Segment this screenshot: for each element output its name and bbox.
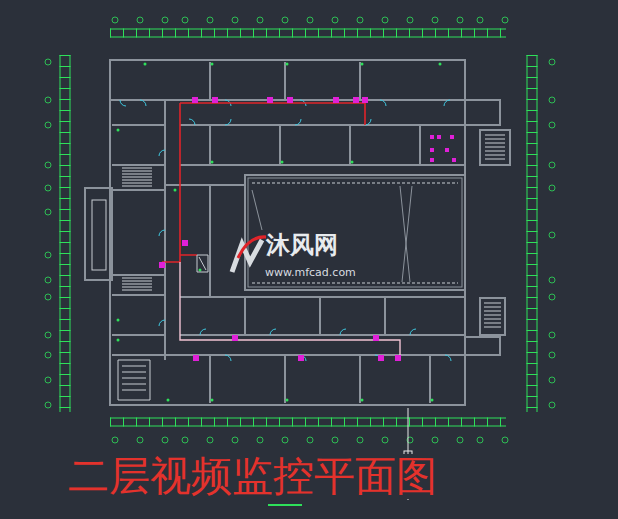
watermark-text: 沐风网 — [266, 232, 338, 258]
stairs — [92, 135, 505, 400]
title-underline — [268, 504, 302, 506]
dimension-chains — [45, 17, 555, 443]
watermark-url: www.mfcad.com — [265, 267, 356, 279]
drawing-title: 二层视频监控平面图 — [68, 454, 437, 499]
camera-wiring — [162, 103, 400, 358]
watermark-text-holder: 沐风网 — [266, 232, 338, 258]
doors — [120, 100, 451, 361]
outlets — [117, 63, 442, 402]
watermark-url-holder: www.mfcad.com — [265, 262, 356, 280]
walls — [85, 60, 510, 405]
camera-symbols — [159, 97, 456, 361]
drawing-title-holder: 二层视频监控平面图 — [68, 454, 437, 499]
